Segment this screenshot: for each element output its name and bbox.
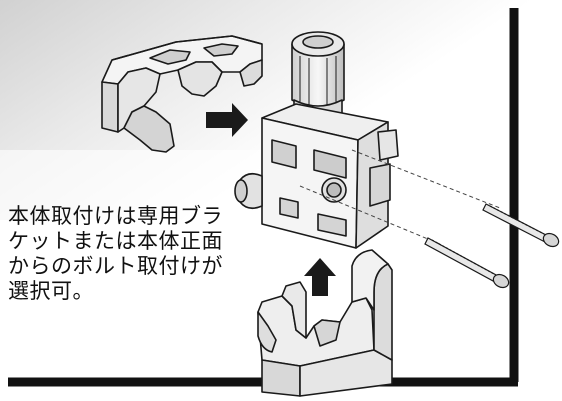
mounting-caption: 本体取付けは専用ブラ ケットまたは本体正面 からのボルト取付けが 選択可。: [8, 204, 258, 304]
bracket-top: [101, 35, 263, 153]
bolt-upper: [482, 203, 560, 248]
bolt-guide-lines: [299, 149, 501, 245]
arrow-right-icon: [206, 103, 248, 137]
regulator-body: [234, 31, 399, 249]
caption-line-2: ケットまたは本体正面: [8, 229, 223, 253]
arrow-up-icon: [304, 258, 336, 296]
caption-line-4: 選択可。: [8, 279, 94, 303]
caption-line-3: からのボルト取付けが: [8, 254, 223, 278]
bolt-lower: [424, 237, 510, 289]
caption-line-1: 本体取付けは専用ブラ: [8, 204, 223, 228]
bracket-bottom: [257, 249, 393, 397]
